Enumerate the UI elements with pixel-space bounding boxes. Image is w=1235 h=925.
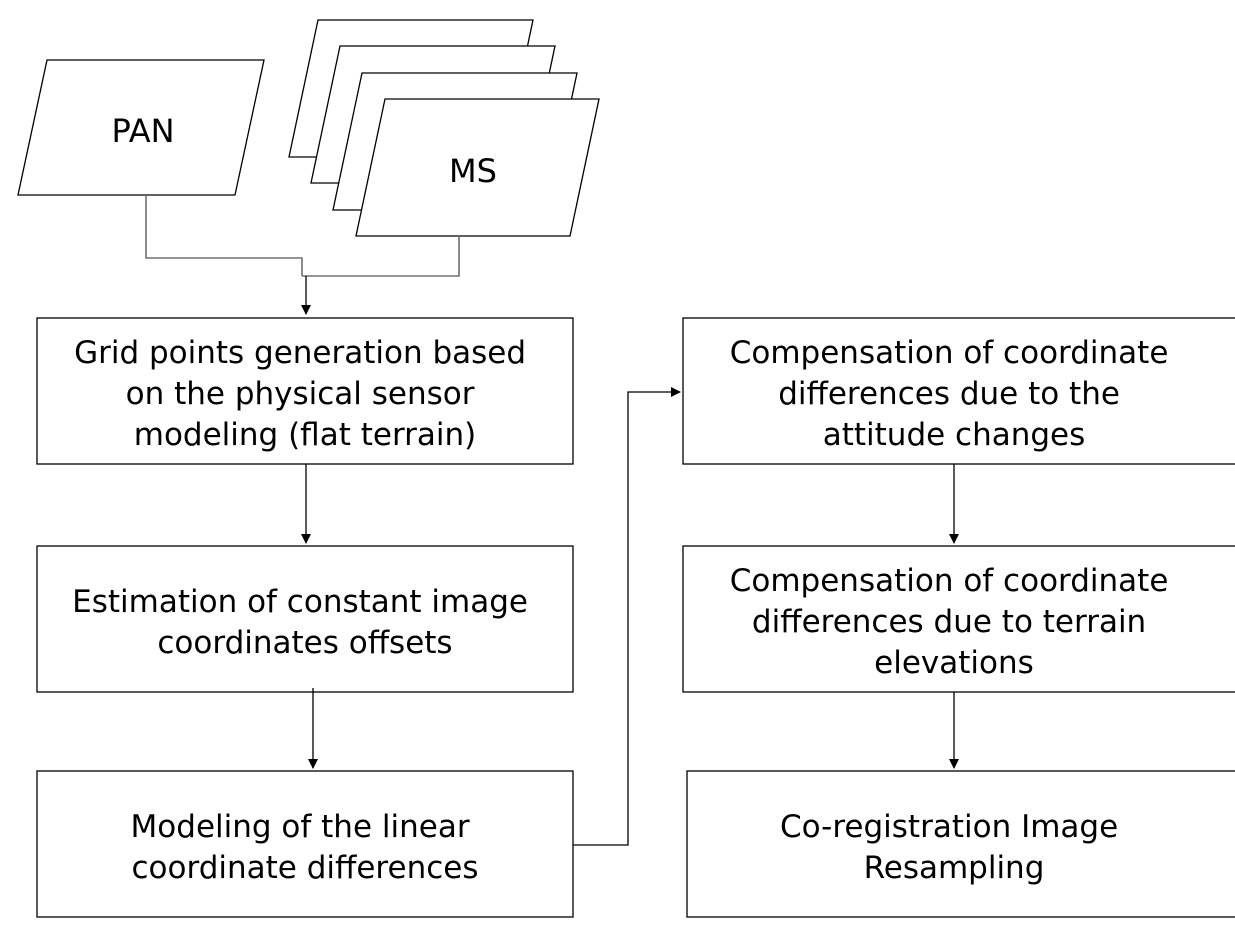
attitude-line-1: Compensation of coordinate bbox=[730, 335, 1169, 371]
arrow-modeling-to-attitude bbox=[573, 387, 681, 846]
modeling-line-1: Modeling of the linear bbox=[131, 809, 470, 845]
terrain-line-1: Compensation of coordinate bbox=[730, 563, 1169, 599]
grid-points-box bbox=[36, 317, 574, 465]
terrain-line-3: elevations bbox=[874, 645, 1034, 681]
pan-connector bbox=[145, 195, 303, 276]
modeling-box bbox=[36, 770, 574, 918]
coregistration-box bbox=[686, 770, 1235, 918]
coregistration-text: Co-registration Image Resampling bbox=[780, 809, 1128, 886]
attitude-text: Compensation of coordinate differences d… bbox=[730, 335, 1179, 453]
modeling-text: Modeling of the linear coordinate differ… bbox=[131, 809, 480, 886]
grid-points-line-1: Grid points generation based bbox=[74, 335, 526, 371]
ms-band-layer bbox=[355, 98, 600, 237]
grid-points-line-2: on the physical sensor bbox=[126, 376, 475, 412]
terrain-text: Compensation of coordinate differences d… bbox=[730, 563, 1179, 681]
terrain-box bbox=[682, 545, 1235, 693]
estimation-line-1: Estimation of constant image bbox=[72, 584, 528, 620]
modeling-line-2: coordinate differences bbox=[132, 850, 479, 886]
ms-input-stack bbox=[288, 19, 600, 237]
coregistration-line-1: Co-registration Image bbox=[780, 809, 1118, 845]
attitude-box bbox=[682, 317, 1235, 465]
terrain-line-2: differences due to terrain bbox=[752, 604, 1146, 640]
estimation-box bbox=[36, 545, 574, 693]
attitude-line-2: differences due to the bbox=[778, 376, 1120, 412]
grid-points-line-3: modeling (flat terrain) bbox=[134, 417, 476, 453]
coregistration-line-2: Resampling bbox=[864, 850, 1045, 886]
grid-points-text: Grid points generation based on the phys… bbox=[74, 335, 536, 453]
pan-input-shape bbox=[17, 59, 265, 196]
pan-label: PAN bbox=[111, 112, 174, 150]
attitude-line-3: attitude changes bbox=[823, 417, 1086, 453]
estimation-line-2: coordinates offsets bbox=[157, 625, 452, 661]
ms-connector bbox=[302, 236, 460, 277]
estimation-text: Estimation of constant image coordinates… bbox=[72, 584, 538, 661]
ms-label: MS bbox=[449, 152, 497, 190]
